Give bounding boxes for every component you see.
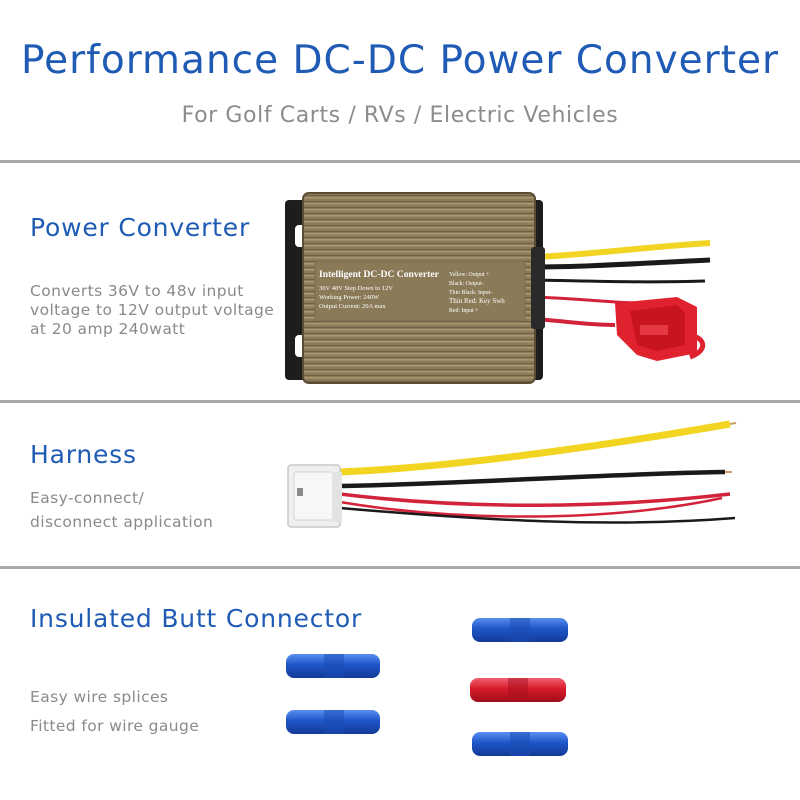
- fuse-holder-icon: [615, 297, 705, 361]
- converter-label-wire: Red: Input +: [449, 308, 478, 314]
- butt-connector-heading: Insulated Butt Connector: [30, 604, 363, 633]
- description-line: voltage to 12V output voltage: [30, 301, 275, 319]
- dc-dc-converter-image: Intelligent DC-DC Converter 36V 48V Step…: [285, 192, 711, 384]
- description-line: at 20 amp 240watt: [30, 320, 186, 338]
- converter-label-wire: Thin Red: Key Swh: [449, 297, 505, 305]
- power-converter-heading: Power Converter: [30, 213, 251, 242]
- description-line: Easy-connect/: [30, 489, 145, 507]
- page-subtitle: For Golf Carts / RVs / Electric Vehicles: [181, 103, 619, 128]
- converter-label-wire: Yellow: Output +: [449, 272, 489, 278]
- butt-connector-icon: [472, 732, 568, 756]
- harness-heading: Harness: [30, 440, 137, 469]
- description-line: Fitted for wire gauge: [30, 717, 200, 735]
- description-line: Easy wire splices: [30, 688, 169, 706]
- wire-harness-image: [287, 420, 737, 528]
- divider: [0, 566, 800, 569]
- converter-label-spec: 36V 48V Step Down to 12V: [319, 285, 393, 292]
- butt-connector-icon: [472, 618, 568, 642]
- page-title: Performance DC-DC Power Converter: [20, 38, 780, 83]
- divider: [0, 160, 800, 163]
- harness-description: Easy-connect/ disconnect application: [30, 486, 213, 534]
- description-line: disconnect application: [30, 513, 214, 531]
- description-line: Converts 36V to 48v input: [30, 282, 244, 300]
- converter-label-title: Intelligent DC-DC Converter: [319, 269, 440, 280]
- butt-connector-icon: [470, 678, 566, 702]
- divider: [0, 400, 800, 403]
- butt-connector-icon: [286, 710, 380, 734]
- converter-label-spec: Output Current: 20A max: [319, 303, 386, 310]
- power-converter-description: Converts 36V to 48v input voltage to 12V…: [30, 282, 274, 339]
- butt-connector-icon: [286, 654, 380, 678]
- butt-connector-description: Easy wire splices Fitted for wire gauge: [30, 683, 199, 741]
- butt-connectors-image: [286, 618, 568, 756]
- converter-label-wire: Thin Black: Input-: [449, 290, 492, 296]
- converter-label-wire: Black: Output-: [449, 281, 484, 287]
- converter-label-spec: Working Power: 240W: [319, 294, 380, 301]
